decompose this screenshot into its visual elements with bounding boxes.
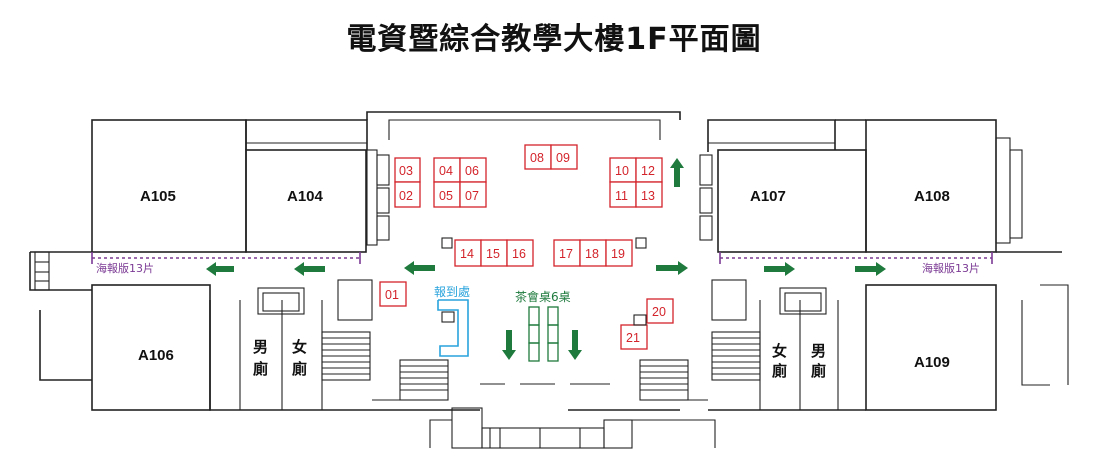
restroom-right-women-line1: 女 xyxy=(772,342,787,360)
room-label-a109: A109 xyxy=(914,354,950,371)
arrow-left-icon xyxy=(206,262,234,276)
tea-label: 茶會桌6桌 xyxy=(515,289,571,304)
arrow-right-icon xyxy=(656,261,688,275)
svg-text:13: 13 xyxy=(641,189,655,203)
restroom-left-men-line1: 男 xyxy=(253,338,268,356)
room-label-a105: A105 xyxy=(140,188,176,205)
arrow-right-icon xyxy=(764,262,795,276)
booth-15: 15 xyxy=(480,239,508,267)
svg-text:17: 17 xyxy=(559,247,573,261)
restroom-left-women-line1: 女 xyxy=(292,338,307,356)
room-a104-outline xyxy=(245,149,367,253)
room-label-a107: A107 xyxy=(750,188,786,205)
booth-21: 21 xyxy=(620,324,648,350)
booth-03: 03 xyxy=(394,157,421,183)
booth-02: 02 xyxy=(394,181,421,208)
svg-text:09: 09 xyxy=(556,151,570,165)
restroom-right-men-line2: 廁 xyxy=(811,362,826,380)
arrow-left-icon xyxy=(294,262,325,276)
page-title: 電資暨綜合教學大樓1F平面圖 xyxy=(346,22,762,57)
right-stairs-lower xyxy=(639,359,689,401)
booth-12: 12 xyxy=(635,157,663,183)
left-stairs-upper xyxy=(321,331,371,381)
booth-19: 19 xyxy=(605,239,633,267)
restroom-left-women-line2: 廁 xyxy=(292,360,307,378)
svg-text:16: 16 xyxy=(512,247,526,261)
tea-tables xyxy=(528,306,559,362)
poster-board-right xyxy=(719,252,993,264)
left-stairs-lower xyxy=(399,359,449,401)
booth-08: 08 xyxy=(524,144,552,170)
room-a105-outline xyxy=(91,119,247,253)
svg-text:15: 15 xyxy=(486,247,500,261)
booth-09: 09 xyxy=(550,144,578,170)
svg-text:10: 10 xyxy=(615,164,629,178)
arrow-down-icon xyxy=(502,330,516,360)
svg-text:07: 07 xyxy=(465,189,479,203)
registration-desk xyxy=(437,299,469,357)
svg-text:21: 21 xyxy=(626,331,640,345)
booth-07: 07 xyxy=(459,181,487,208)
svg-text:12: 12 xyxy=(641,164,655,178)
svg-text:05: 05 xyxy=(439,189,453,203)
booth-04: 04 xyxy=(433,157,461,183)
room-a109-outline xyxy=(865,284,997,411)
poster-board-left xyxy=(91,252,361,264)
booth-05: 05 xyxy=(433,181,461,208)
booth-18: 18 xyxy=(579,239,607,267)
booth-16: 16 xyxy=(506,239,534,267)
booth-17: 17 xyxy=(553,239,581,267)
svg-text:02: 02 xyxy=(399,189,413,203)
arrow-up-icon xyxy=(670,158,684,187)
svg-text:14: 14 xyxy=(460,247,474,261)
booth-10: 10 xyxy=(609,157,637,183)
svg-text:08: 08 xyxy=(530,151,544,165)
room-label-a108: A108 xyxy=(914,188,950,205)
svg-text:06: 06 xyxy=(465,164,479,178)
room-a108-outline xyxy=(865,119,997,253)
right-stairs-upper xyxy=(711,331,761,381)
booth-13: 13 xyxy=(635,181,663,208)
arrow-down-icon xyxy=(568,330,582,360)
restroom-right-men-line1: 男 xyxy=(811,342,826,360)
lobby-walls xyxy=(365,111,716,449)
arrow-left-icon xyxy=(404,261,435,275)
restroom-left-men-line2: 廁 xyxy=(253,360,268,378)
svg-text:19: 19 xyxy=(611,247,625,261)
room-label-a104: A104 xyxy=(287,188,324,205)
poster-label-right: 海報版13片 xyxy=(922,261,980,275)
poster-label-left: 海報版13片 xyxy=(96,261,154,275)
room-label-a106: A106 xyxy=(138,347,174,364)
booth-06: 06 xyxy=(459,157,487,183)
svg-text:18: 18 xyxy=(585,247,599,261)
room-a107-outline xyxy=(717,149,867,253)
svg-text:20: 20 xyxy=(652,305,666,319)
arrow-right-icon xyxy=(855,262,886,276)
left-wing-walls xyxy=(29,119,449,411)
restroom-right-women-line2: 廁 xyxy=(772,362,787,380)
booth-11: 11 xyxy=(609,181,637,208)
booth-20: 20 xyxy=(646,298,674,324)
registration-label: 報到處 xyxy=(434,285,470,299)
svg-text:11: 11 xyxy=(615,189,628,203)
svg-text:03: 03 xyxy=(399,164,413,178)
svg-text:04: 04 xyxy=(439,164,453,178)
svg-text:01: 01 xyxy=(385,288,399,302)
right-wing-walls xyxy=(639,119,1069,411)
booth-14: 14 xyxy=(454,239,482,267)
booth-01: 01 xyxy=(379,281,407,307)
